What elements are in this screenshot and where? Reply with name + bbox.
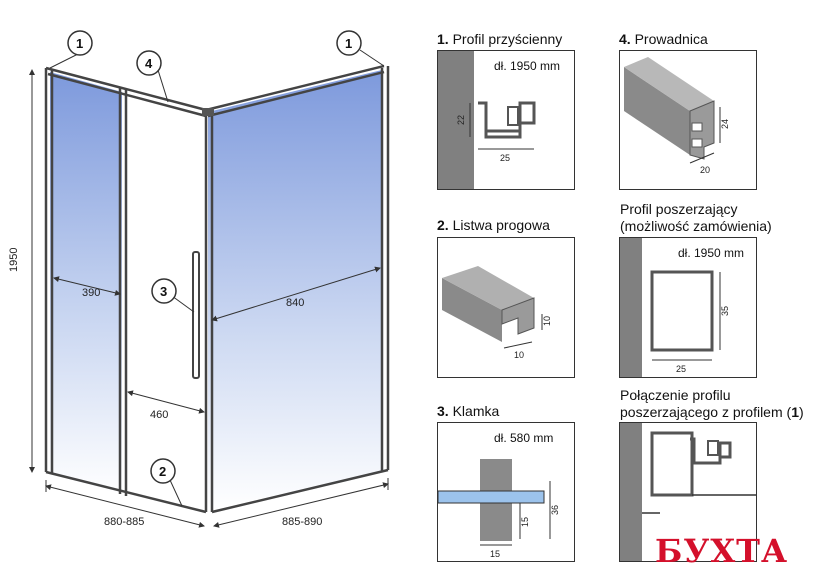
- panel-2-dim-height: 10: [542, 316, 552, 326]
- panel-5-dim-35: 35: [720, 306, 730, 316]
- callout-3: 3: [151, 278, 177, 304]
- panel-1-title: 1. Profil przyścienny: [437, 31, 563, 47]
- panel-5-title-line1: Profil poszerzający: [620, 201, 738, 217]
- panel-5-length: dł. 1950 mm: [678, 246, 745, 260]
- panel-1-dim-25: 25: [500, 153, 510, 163]
- panel-1-length: dł. 1950 mm: [494, 59, 561, 73]
- panel-4-dim-24: 24: [720, 119, 730, 129]
- svg-text:1: 1: [76, 36, 83, 51]
- panel-3-dim-15b: 15: [490, 549, 500, 559]
- dim-right-pane: 840: [286, 297, 304, 309]
- callout-4: 4: [136, 50, 162, 76]
- panel-3-box: dł. 580 mm 36 15 15: [437, 422, 575, 562]
- dim-side-width: 885-890: [282, 516, 322, 528]
- callout-1-right: 1: [336, 30, 362, 56]
- panel-1-dim-22: 22: [456, 115, 466, 125]
- panel-4-dim-20: 20: [700, 165, 710, 175]
- panel-2-title: 2. Listwa progowa: [437, 217, 550, 233]
- callout-1-left: 1: [67, 30, 93, 56]
- panel-3-dim-15a: 15: [520, 517, 530, 527]
- door-handle: [192, 251, 200, 379]
- callout-2: 2: [150, 458, 176, 484]
- fixed-glass-pane: [50, 72, 122, 495]
- svg-text:3: 3: [160, 284, 167, 299]
- dim-front-width: 880-885: [104, 516, 144, 528]
- panel-3-title: 3. Klamka: [437, 403, 500, 419]
- panel-6-box: [619, 422, 757, 562]
- panel-4-box: 24 20: [619, 50, 757, 190]
- panel-5-dim-25: 25: [676, 364, 686, 374]
- svg-text:2: 2: [159, 464, 166, 479]
- panel-5-title-line2: (możliwość zamówienia): [620, 218, 772, 234]
- shower-enclosure-drawing: 1950 390 840 460 880-885 885-890 1 1 4 3…: [8, 30, 390, 528]
- panel-2-dim-width: 10: [514, 350, 524, 360]
- panel-1-box: dł. 1950 mm 22 25: [437, 50, 575, 190]
- svg-text:4: 4: [145, 56, 153, 71]
- panel-6-title-line1: Połączenie profilu: [620, 387, 731, 403]
- dim-height: 1950: [8, 248, 20, 272]
- panel-3-dim-36: 36: [550, 505, 560, 515]
- dim-left-pane: 390: [82, 287, 100, 299]
- side-glass-pane: [208, 70, 382, 510]
- buhta-logo: БУХТА: [655, 532, 789, 570]
- dim-door-opening: 460: [150, 409, 168, 421]
- panel-3-length: dł. 580 mm: [494, 431, 554, 445]
- panel-5-box: dł. 1950 mm 35 25: [619, 237, 757, 378]
- panel-6-title-line2: poszerzającego z profilem (1): [620, 404, 804, 420]
- panel-2-box: 10 10: [437, 237, 575, 378]
- svg-text:1: 1: [345, 36, 352, 51]
- panel-4-title: 4. Prowadnica: [619, 31, 708, 47]
